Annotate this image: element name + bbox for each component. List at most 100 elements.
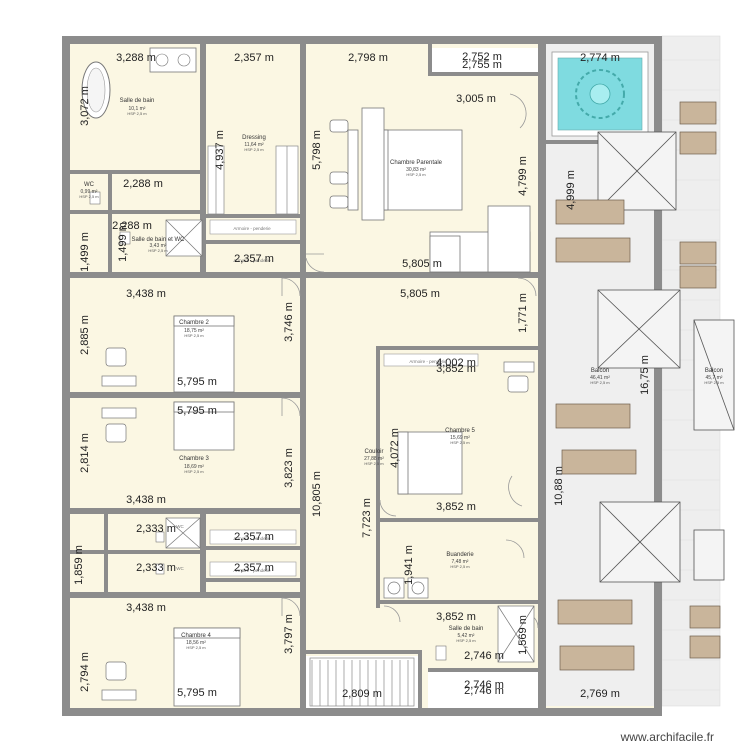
dimension: 1,859 m [73, 545, 85, 585]
dimension: 2,794 m [79, 652, 91, 692]
dimension: 3,438 m [126, 288, 166, 300]
room-area: 0,99 m² [81, 189, 98, 195]
room-hsp: HSP 2,5 m [127, 111, 147, 116]
dimension: 5,805 m [402, 258, 442, 270]
jacuzzi-icon [551, 51, 649, 137]
room-hsp: HSP 2,5 m [244, 147, 264, 152]
dimension: 4,937 m [214, 130, 226, 170]
dimension: 1,499 m [117, 222, 129, 262]
dimension: 3,797 m [283, 614, 295, 654]
room-name: Chambre 2 [179, 320, 209, 326]
vanity-icon [149, 47, 197, 73]
wc-tag: WC [176, 566, 184, 571]
wardrobe-tag: Armoire - penderie [233, 568, 271, 573]
dimension: 2,798 m [348, 52, 388, 64]
dimension: 2,333 m [136, 562, 176, 574]
room-name: Chambre 5 [445, 428, 475, 434]
room-hsp: HSP 2,5 m [364, 461, 384, 466]
dimension: 4,002 m [436, 357, 476, 369]
room-area: 5,42 m² [458, 633, 475, 639]
room-hsp: HSP 2,5 m [148, 248, 168, 253]
room-labels: Salle de bain 10,1 m² HSP 2,5 m Dressing… [79, 98, 724, 650]
sofa-icon [429, 205, 531, 273]
dimension: 3,438 m [126, 494, 166, 506]
dimension: 2,333 m [136, 523, 176, 535]
dimension: 10,88 m [553, 466, 565, 506]
dimension: 2,809 m [342, 688, 382, 700]
dimension: 1,569 m [517, 615, 529, 655]
room-name: Balcon [591, 368, 609, 374]
dimension: 4,999 m [565, 170, 577, 210]
master-bed-icon [329, 107, 463, 221]
dimension: 3,288 m [116, 52, 156, 64]
dimension: 2,755 m [462, 59, 502, 71]
dimension: 5,795 m [177, 405, 217, 417]
dimension: 2,746 m [464, 679, 504, 691]
desk-chairs-icon [101, 347, 535, 701]
watermark: www.archifacile.fr [620, 730, 714, 744]
wardrobe-tag: Armoire - penderie [409, 359, 447, 364]
room-hsp: HSP 2,5 m [79, 194, 99, 199]
room-name: WC [84, 182, 95, 188]
room-area: 15,69 m² [450, 435, 470, 441]
dimension: 10,805 m [311, 471, 323, 517]
dressing-shelves-icon [207, 145, 299, 215]
wardrobe-tag: Armoire - penderie [233, 258, 271, 263]
room-area: 18,69 m² [184, 464, 204, 470]
dimension: 16,75 m [639, 355, 651, 395]
room-hsp: HSP 2,5 m [590, 380, 610, 385]
dimension: 5,795 m [177, 376, 217, 388]
room-area: 30,83 m² [406, 167, 426, 173]
bathtub-icon [81, 61, 111, 119]
room-area: 27,88 m² [364, 456, 384, 462]
dimension: 5,805 m [400, 288, 440, 300]
dimension: 2,746 m [464, 685, 504, 697]
dimension: 2,752 m [462, 51, 502, 63]
dimension: 5,795 m [177, 687, 217, 699]
room-hsp: HSP 2,5 m [456, 638, 476, 643]
room-area: 18,56 m² [186, 640, 206, 646]
room-name: Buanderie [446, 552, 474, 558]
room-name: Salle de bain et WC [131, 237, 185, 243]
room-name: Balcon [705, 368, 723, 374]
dimension: 3,852 m [436, 363, 476, 375]
room-name: Chambre 3 [179, 456, 209, 462]
dimension: 3,746 m [283, 302, 295, 342]
room-hsp: HSP 2,5 m [704, 380, 724, 385]
dimension: 3,852 m [436, 501, 476, 513]
dimension: 2,357 m [234, 253, 274, 265]
dimension: 2,357 m [234, 52, 274, 64]
dimension: 2,774 m [580, 52, 620, 64]
dimension: 2,769 m [580, 688, 620, 700]
furniture-tags: Armoire - penderie Armoire - penderie Ar… [176, 226, 447, 573]
wardrobe-tag: Armoire - penderie [233, 226, 271, 231]
room-name: Salle de bain [449, 626, 484, 632]
sun-lounger-icons [555, 101, 721, 671]
dimension: 2,288 m [123, 178, 163, 190]
room-hsp: HSP 2,5 m [184, 469, 204, 474]
shower-icon [165, 219, 535, 663]
staircase-icon [309, 657, 415, 707]
room-hsp: HSP 2,5 m [406, 172, 426, 177]
room-area: 7,48 m² [452, 559, 469, 565]
dimension: 2,746 m [464, 650, 504, 662]
room-name: Couloir [364, 449, 383, 455]
bedroom-beds-icon [173, 315, 463, 707]
dimension: 3,005 m [456, 93, 496, 105]
room-hsp: HSP 2,5 m [184, 333, 204, 338]
dimension: 3,438 m [126, 602, 166, 614]
room-area: 18,75 m² [184, 328, 204, 334]
bottom-niche [428, 672, 538, 708]
dimension: 4,799 m [517, 156, 529, 196]
walls [62, 36, 662, 716]
dimension: 3,852 m [436, 611, 476, 623]
room-name: Dressing [242, 135, 266, 141]
laundry-fixtures-icon [383, 577, 429, 599]
room-name: Chambre Parentale [390, 160, 443, 166]
toilet-icon [89, 191, 447, 661]
room-area: 3,43 m² [150, 243, 167, 249]
dimension: 2,357 m [234, 531, 274, 543]
dimension: 4,072 m [389, 428, 401, 468]
dimension: 1,499 m [79, 232, 91, 272]
dimension: 3,823 m [283, 448, 295, 488]
